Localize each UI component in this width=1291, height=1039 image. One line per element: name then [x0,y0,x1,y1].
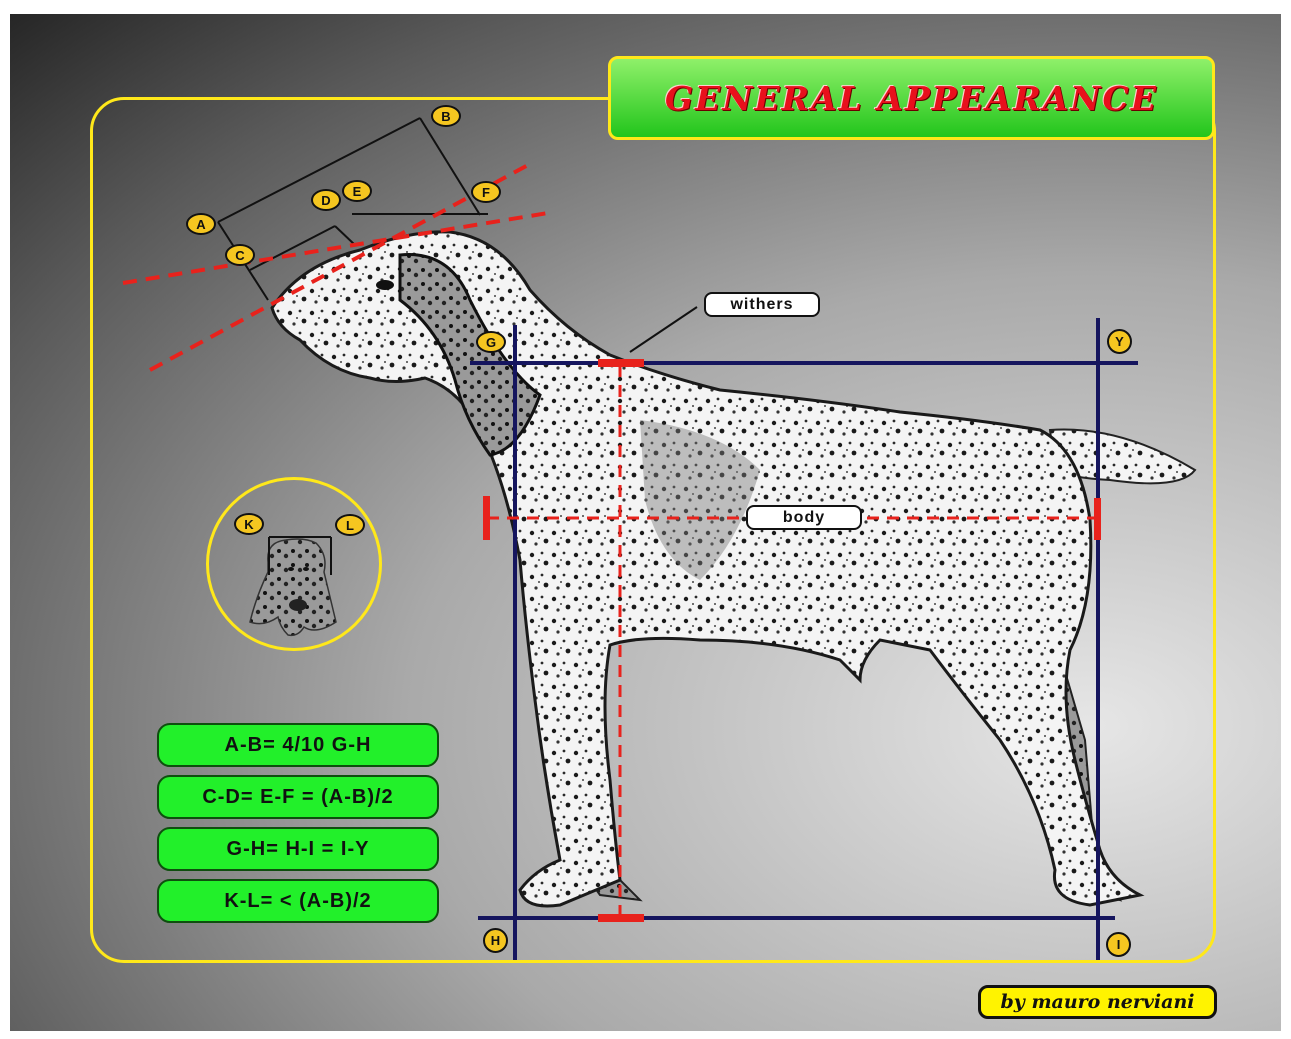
formula-box-4: K-L= < (A-B)/2 [157,879,439,923]
point-e-marker: E [342,180,372,202]
dog-image [270,230,1197,908]
body-measure-lines [470,318,1138,960]
dog-eye [376,280,394,290]
point-y-marker: Y [1107,329,1132,354]
diagram-title: General Appearance [665,78,1158,118]
formula-box-2: C-D= E-F = (A-B)/2 [157,775,439,819]
point-d-marker: D [311,189,341,211]
point-c-marker: C [225,244,255,266]
head-measure-lines [217,117,488,301]
withers-label: withers [704,292,820,317]
point-g-marker: G [476,331,506,353]
author-credit: by mauro nerviani [978,985,1217,1019]
point-a-marker: A [186,213,216,235]
head-guide-lines [122,163,549,372]
formula-box-1: A-B= 4/10 G-H [157,723,439,767]
point-k-marker: K [234,513,264,535]
point-f-marker: F [471,181,501,203]
bloodhound-head-image [249,536,337,637]
point-l-marker: L [335,514,365,536]
point-i-marker: I [1106,932,1131,957]
head-width-medallion: K L [206,477,382,651]
dog-shoulder-shade [640,420,760,580]
body-label: body [746,505,862,530]
title-banner: General Appearance [608,56,1215,140]
formula-box-3: G-H= H-I = I-Y [157,827,439,871]
point-b-marker: B [431,105,461,127]
point-h-marker: H [483,928,508,953]
